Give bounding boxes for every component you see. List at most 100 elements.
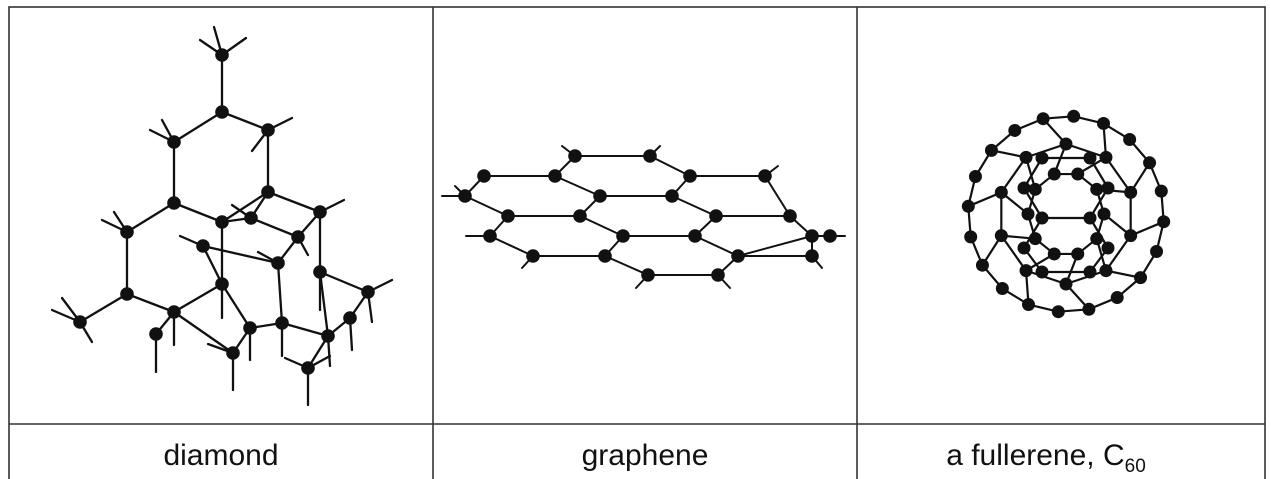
fullerene-atom: [1067, 109, 1081, 123]
fullerene-label: a fullerene, C60: [946, 439, 1146, 477]
graphene-bond: [579, 215, 624, 237]
diamond-bond: [266, 190, 322, 214]
graphene-atom: [783, 209, 797, 223]
graphene-atom: [458, 189, 472, 203]
fullerene-atom: [1143, 156, 1157, 170]
fullerene-atom: [994, 229, 1008, 243]
graphene-atom: [643, 149, 657, 163]
diamond-atom: [167, 305, 181, 319]
fullerene-atom: [1123, 132, 1137, 146]
table-grid: [8, 6, 1266, 479]
graphene-atom: [758, 169, 772, 183]
graphene-atom: [683, 169, 697, 183]
diamond-structure-diagram: [50, 25, 394, 407]
diamond-bond: [201, 244, 280, 265]
graphene-bond: [649, 155, 691, 177]
graphene-atom: [526, 249, 540, 263]
diamond-atoms: [73, 48, 375, 375]
fullerene-atom: [1071, 247, 1085, 261]
graphene-label: graphene: [582, 439, 709, 472]
fullerene-atom: [1101, 241, 1115, 255]
fullerene-atom: [1157, 215, 1171, 229]
fullerene-atom: [1097, 116, 1111, 130]
graphene-atom: [477, 169, 491, 183]
diamond-bond: [280, 321, 330, 338]
fullerene-atom: [1028, 182, 1042, 196]
diamond-atom: [301, 361, 315, 375]
diamond-bond: [78, 292, 129, 324]
fullerene-atom: [961, 199, 975, 213]
fullerene-bond: [1064, 142, 1108, 159]
diamond-atom: [73, 315, 87, 329]
fullerene-atom: [975, 258, 989, 272]
fullerene-atom: [1021, 298, 1035, 312]
graphene-atom: [805, 229, 819, 243]
diamond-atom: [167, 135, 181, 149]
fullerene-atom: [1035, 151, 1049, 165]
fullerene-atom: [1124, 229, 1138, 243]
fullerene-atom: [1090, 182, 1104, 196]
graphene-atom: [711, 268, 725, 282]
fullerene-atom: [1083, 265, 1097, 279]
fullerene-atom: [1051, 305, 1065, 319]
graphene-atom: [688, 229, 702, 243]
graphene-atom: [593, 189, 607, 203]
diamond-atom: [215, 277, 229, 291]
diamond-bond: [201, 244, 224, 286]
diamond-atom: [313, 205, 327, 219]
fullerene-atom: [1059, 137, 1073, 151]
fullerene-atom: [1017, 241, 1031, 255]
diamond-atom: [215, 105, 229, 119]
graphene-atom: [709, 209, 723, 223]
fullerene-atom: [984, 143, 998, 157]
graphene-atom: [598, 249, 612, 263]
fullerene-atom: [1134, 271, 1148, 285]
diamond-atom: [271, 256, 285, 270]
fullerene-atom: [1047, 167, 1061, 181]
fullerene-bond: [1104, 234, 1132, 272]
fullerene-label-main: a fullerene, C: [946, 439, 1124, 472]
fullerene-atom: [1090, 232, 1104, 246]
diamond-atom: [215, 48, 229, 62]
diamond-atom: [120, 287, 134, 301]
graphene-atom: [665, 189, 679, 203]
graphene-bond: [764, 175, 791, 217]
diamond-bond: [276, 261, 284, 325]
diamond-bond: [318, 270, 330, 338]
fullerene-atom: [1101, 181, 1115, 195]
graphene-atom: [568, 149, 582, 163]
diamond-atom: [275, 316, 289, 330]
diamond-bond: [249, 216, 300, 239]
fullerene-atom: [1082, 302, 1096, 316]
diamond-atom: [120, 225, 134, 239]
fullerene-bond: [1000, 156, 1028, 194]
fullerene-atom: [1154, 184, 1168, 198]
diamond-bond: [172, 110, 224, 144]
diamond-bond: [172, 310, 235, 355]
graphene-bond: [737, 235, 813, 257]
diamond-atom: [261, 123, 275, 137]
diamond-atom: [244, 211, 258, 225]
diamond-atom: [215, 215, 229, 229]
fullerene-atom: [1124, 185, 1138, 199]
fullerene-atom: [1019, 150, 1033, 164]
graphene-atom: [641, 268, 655, 282]
fullerene-atom: [1071, 167, 1085, 181]
graphene-bond: [671, 195, 717, 217]
graphene-atom: [616, 229, 630, 243]
graphene-atom: [501, 209, 515, 223]
diamond-bond: [220, 282, 252, 330]
graphene-atom: [573, 209, 587, 223]
diamond-atom: [226, 346, 240, 360]
diamond-atom: [343, 311, 357, 325]
fullerene-atom: [1036, 112, 1050, 126]
diamond-bond: [220, 190, 270, 224]
fullerene-atom: [1099, 150, 1113, 164]
diamond-atom: [313, 265, 327, 279]
diamond-bond: [125, 292, 176, 314]
fullerene-atom: [1035, 211, 1049, 225]
diamond-atom: [361, 285, 375, 299]
graphene-atom: [823, 229, 837, 243]
fullerene-bond: [1024, 269, 1068, 286]
